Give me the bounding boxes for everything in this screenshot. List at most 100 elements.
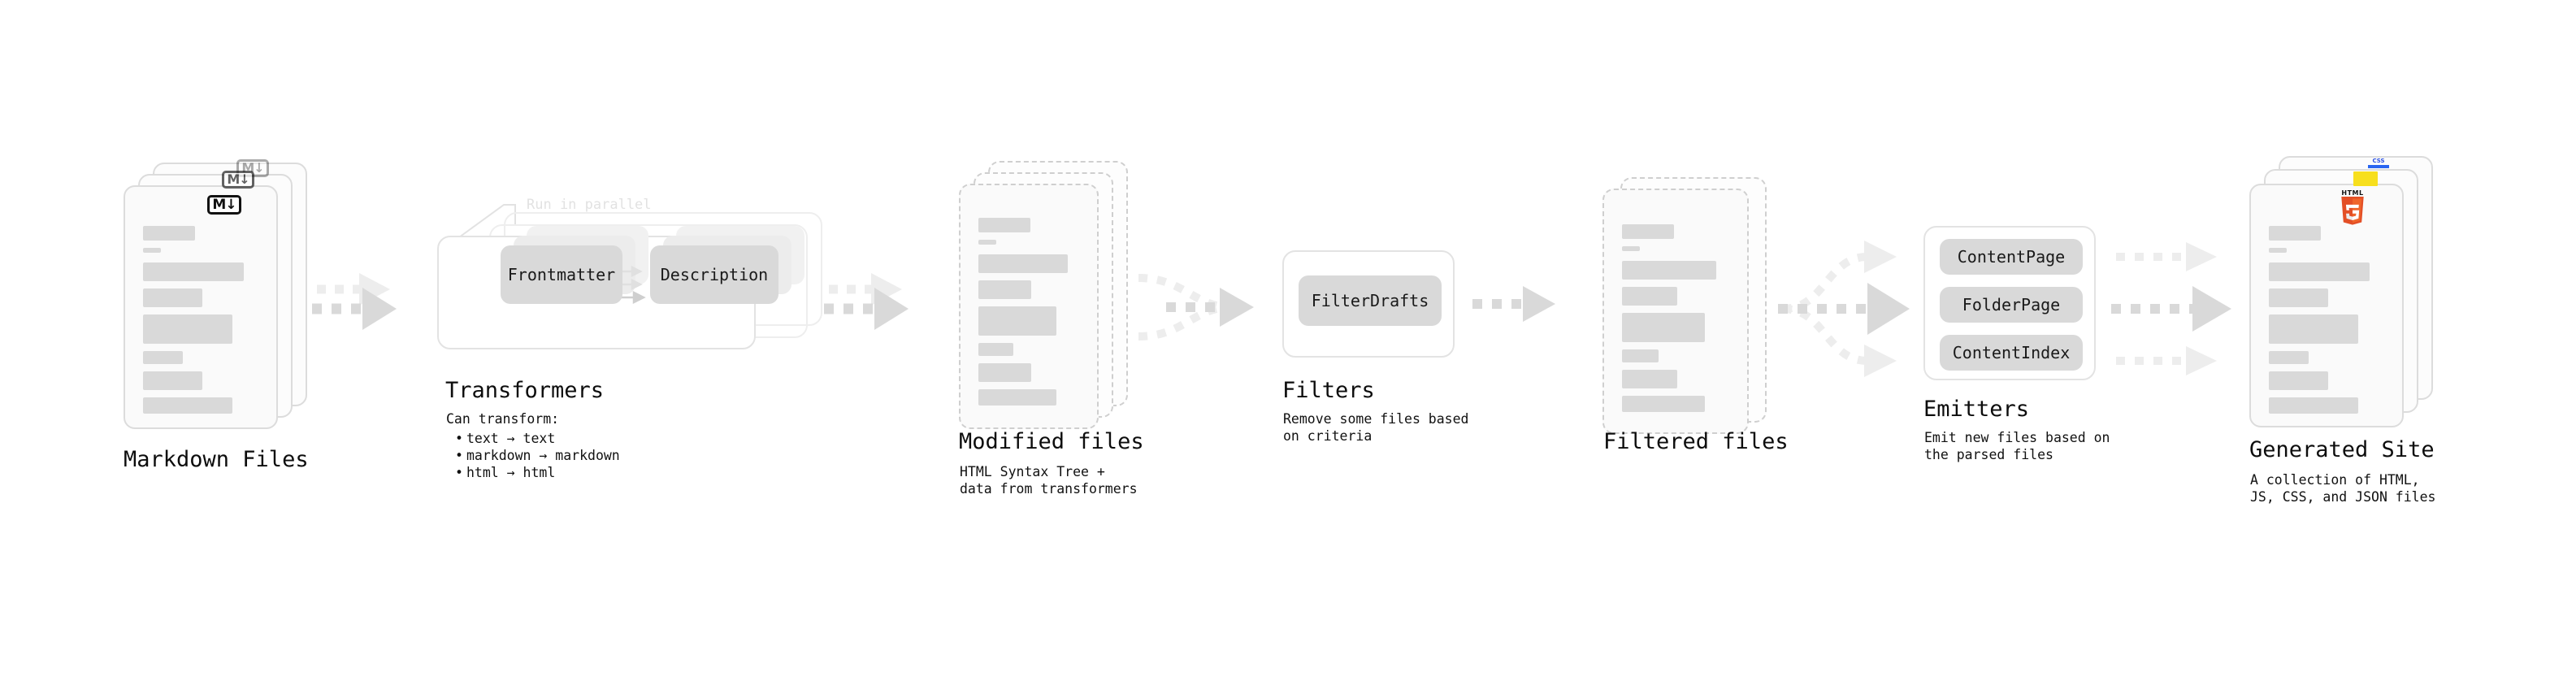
javascript-icon [2353, 171, 2378, 186]
content-bar [2269, 248, 2287, 253]
caption-emitters-subtitle: Emit new files based on the parsed files [1924, 430, 2110, 462]
arrow-head [1220, 288, 1254, 327]
caption-transformers-subtitle: Can transform: [446, 411, 560, 427]
caption-transformers-list: •text → text •markdown → markdown •html … [455, 430, 620, 481]
stage-generated-site: CSS HTML [2249, 156, 2452, 436]
connector-transformers-to-modified [824, 273, 909, 330]
content-bar [143, 351, 183, 364]
html5-shield [2341, 197, 2364, 225]
emitter-chip-folderpage[interactable]: FolderPage [1940, 287, 2083, 323]
content-bar [2269, 351, 2309, 364]
content-bar [2269, 262, 2370, 281]
stage-markdown-files: M↓ M↓ M↓ [124, 159, 319, 435]
content-bar [1622, 224, 1674, 239]
list-item-label: html → html [466, 465, 556, 480]
caption-filters-title: Filters [1282, 378, 1375, 403]
content-bar [143, 262, 244, 281]
connector-filters-to-filtered [1472, 286, 1555, 322]
content-bar [978, 389, 1056, 406]
content-bar [143, 248, 161, 253]
filters-group: FilterDrafts [1282, 250, 1455, 358]
content-bar [978, 343, 1013, 356]
html5-icon-label: HTML [2341, 189, 2364, 197]
content-bar [1622, 349, 1659, 362]
html5-icon: HTML [2335, 190, 2370, 228]
content-bar [2269, 397, 2358, 414]
site-card-front [2249, 184, 2404, 427]
arrow-head [1864, 345, 1897, 377]
transformer-chip-description[interactable]: Description [650, 245, 778, 304]
caption-generated-site-title: Generated Site [2249, 437, 2435, 462]
list-item-label: markdown → markdown [466, 448, 620, 463]
arrow-head [1523, 286, 1555, 322]
caption-modified-files-subtitle: HTML Syntax Tree + data from transformer… [960, 464, 1138, 497]
filter-chip-filterdrafts[interactable]: FilterDrafts [1299, 275, 1442, 326]
filtered-file-stack [1602, 177, 1789, 445]
arrow-head [362, 288, 397, 330]
stage-filtered-files [1602, 177, 1789, 445]
arrow-head [2186, 242, 2217, 271]
content-bar [1622, 261, 1716, 280]
site-card-content [2269, 226, 2387, 421]
content-bar [143, 397, 232, 414]
content-bar [2269, 314, 2358, 344]
filtered-card-content [1622, 224, 1733, 419]
content-bar [2269, 288, 2328, 307]
markdown-icon: M↓ [207, 195, 241, 215]
content-bar [1622, 370, 1677, 388]
markdown-file-stack: M↓ M↓ M↓ [124, 159, 319, 435]
modified-file-stack [959, 161, 1154, 437]
modified-card-content [978, 218, 1082, 413]
run-in-parallel-label: Run in parallel [527, 197, 652, 213]
content-bar [978, 280, 1031, 299]
list-item: •html → html [455, 465, 556, 480]
modified-card-front [959, 184, 1099, 429]
content-bar [978, 363, 1031, 382]
css-icon: CSS [2368, 158, 2389, 168]
connector-markdown-to-transformers [312, 273, 397, 330]
emitters-group: ContentPage FolderPage ContentIndex [1923, 226, 2096, 380]
content-bar [143, 288, 202, 307]
content-bar [978, 218, 1030, 232]
arrow-head [2186, 346, 2217, 375]
caption-markdown-files-title: Markdown Files [124, 447, 309, 472]
arrow-head [871, 273, 902, 306]
content-bar [143, 226, 195, 241]
markdown-card-front [124, 185, 278, 429]
css-icon-label: CSS [2372, 158, 2385, 164]
list-item: •text → text [455, 431, 556, 446]
connector-filtered-to-emitters [1778, 241, 1910, 377]
emitter-chip-contentpage[interactable]: ContentPage [1940, 239, 2083, 275]
connector-modified-to-filters [1138, 274, 1254, 340]
content-bar [143, 371, 202, 390]
content-bar [2269, 371, 2328, 390]
emitter-chip-contentindex[interactable]: ContentIndex [1940, 335, 2083, 371]
list-item-label: text → text [466, 431, 556, 446]
markdown-card-content [143, 226, 262, 421]
arrow-head [874, 288, 909, 330]
content-bar [1622, 313, 1705, 342]
caption-transformers-title: Transformers [445, 378, 605, 403]
caption-modified-files-title: Modified files [959, 429, 1144, 454]
content-bar [1622, 396, 1705, 412]
caption-generated-site-subtitle: A collection of HTML, JS, CSS, and JSON … [2250, 472, 2436, 505]
content-bar [978, 254, 1068, 273]
arrow-head [359, 273, 390, 306]
transformer-chip-frontmatter[interactable]: Frontmatter [501, 245, 622, 304]
content-bar [2269, 226, 2321, 241]
caption-emitters-title: Emitters [1923, 397, 2030, 422]
caption-filters-subtitle: Remove some files based on criteria [1283, 411, 1469, 444]
content-bar [143, 314, 232, 344]
markdown-icon: M↓ [222, 171, 254, 189]
arrow-head [1867, 283, 1910, 335]
content-bar [1622, 287, 1677, 306]
list-item: •markdown → markdown [455, 448, 620, 463]
arrow-head [2192, 286, 2231, 332]
connector-emitters-to-site [2111, 242, 2231, 375]
css-icon-underline [2368, 165, 2389, 168]
caption-filtered-files-title: Filtered files [1603, 429, 1789, 454]
content-bar [978, 306, 1056, 336]
stage-modified-files [959, 161, 1154, 437]
content-bar [978, 240, 996, 245]
